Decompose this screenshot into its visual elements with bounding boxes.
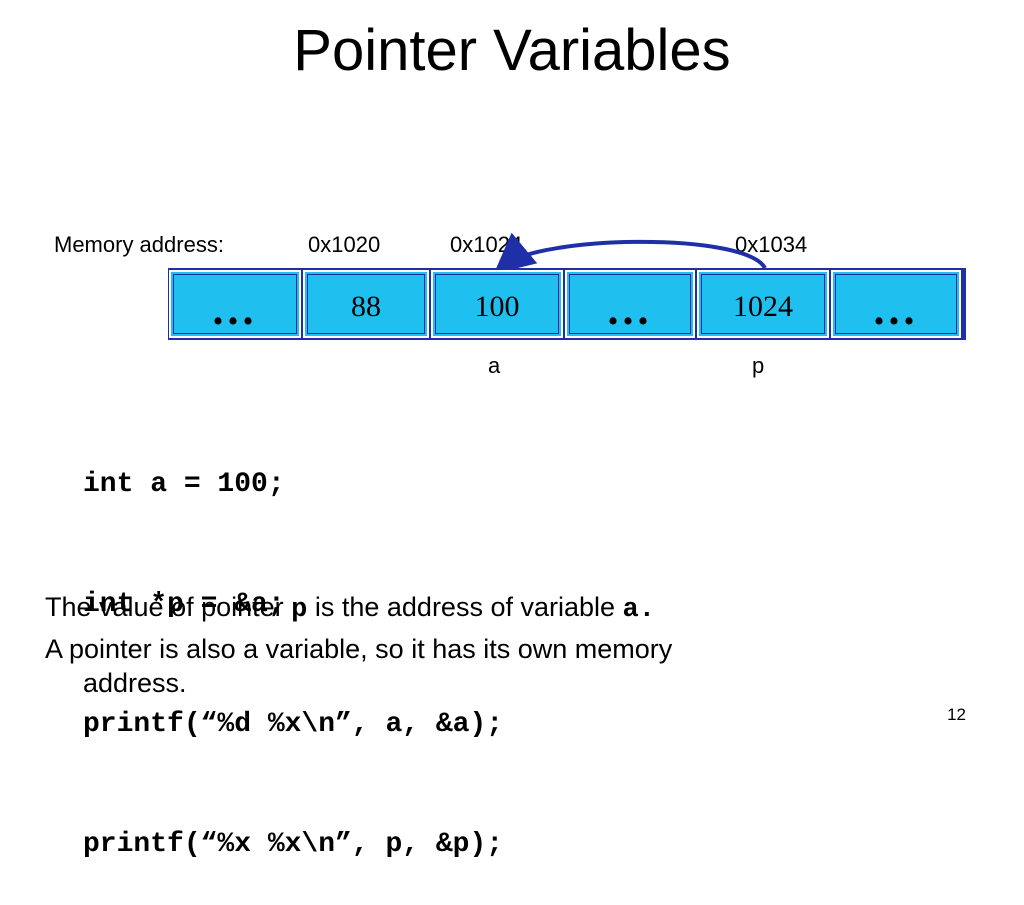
note-pointer-value: The value of pointer p is the address of…: [45, 590, 655, 627]
memory-cell-ellipsis-right: ...: [831, 270, 961, 338]
cell-value: 100: [474, 290, 520, 323]
note-text: A pointer is also a variable, so it has …: [45, 634, 673, 664]
memory-address-label: Memory address:: [54, 232, 224, 257]
ellipsis: ...: [212, 285, 258, 334]
variable-label-a: a: [488, 353, 501, 378]
code-a: a.: [622, 595, 655, 625]
note-pointer-address: A pointer is also a variable, so it has …: [45, 632, 672, 700]
cell-value: 88: [351, 290, 381, 323]
address-0x1034: 0x1034: [735, 232, 808, 257]
memory-cell-p: 1024: [697, 270, 829, 338]
memory-row: ... 88 100 ... 1024 ...: [168, 268, 966, 340]
memory-cell-ellipsis-middle: ...: [565, 270, 695, 338]
page-number: 12: [947, 705, 966, 724]
code-line: int *p = &a;: [83, 589, 285, 620]
memory-cell-a: 100: [431, 270, 563, 338]
note-text: The value of pointer: [45, 592, 292, 622]
code-p: p: [291, 595, 308, 625]
code-line: printf(“%x %x\n”, p, &p);: [83, 829, 504, 860]
slide-title: Pointer Variables: [293, 18, 731, 83]
address-0x1020: 0x1020: [308, 232, 381, 257]
cell-value: 1024: [733, 290, 793, 323]
memory-cell-ellipsis-left: ...: [169, 270, 301, 338]
code-line: printf(“%d %x\n”, a, &a);: [83, 709, 504, 740]
pointer-arrow-curve: [493, 232, 767, 274]
variable-label-p: p: [752, 353, 765, 378]
note-text: address.: [83, 668, 187, 698]
note-text: is the address of variable: [307, 592, 623, 622]
code-line: int a = 100;: [83, 469, 285, 500]
address-0x1024: 0x1024: [450, 232, 523, 257]
ellipsis: ...: [873, 285, 919, 334]
memory-cell-0x1020: 88: [303, 270, 429, 338]
ellipsis: ...: [607, 285, 653, 334]
